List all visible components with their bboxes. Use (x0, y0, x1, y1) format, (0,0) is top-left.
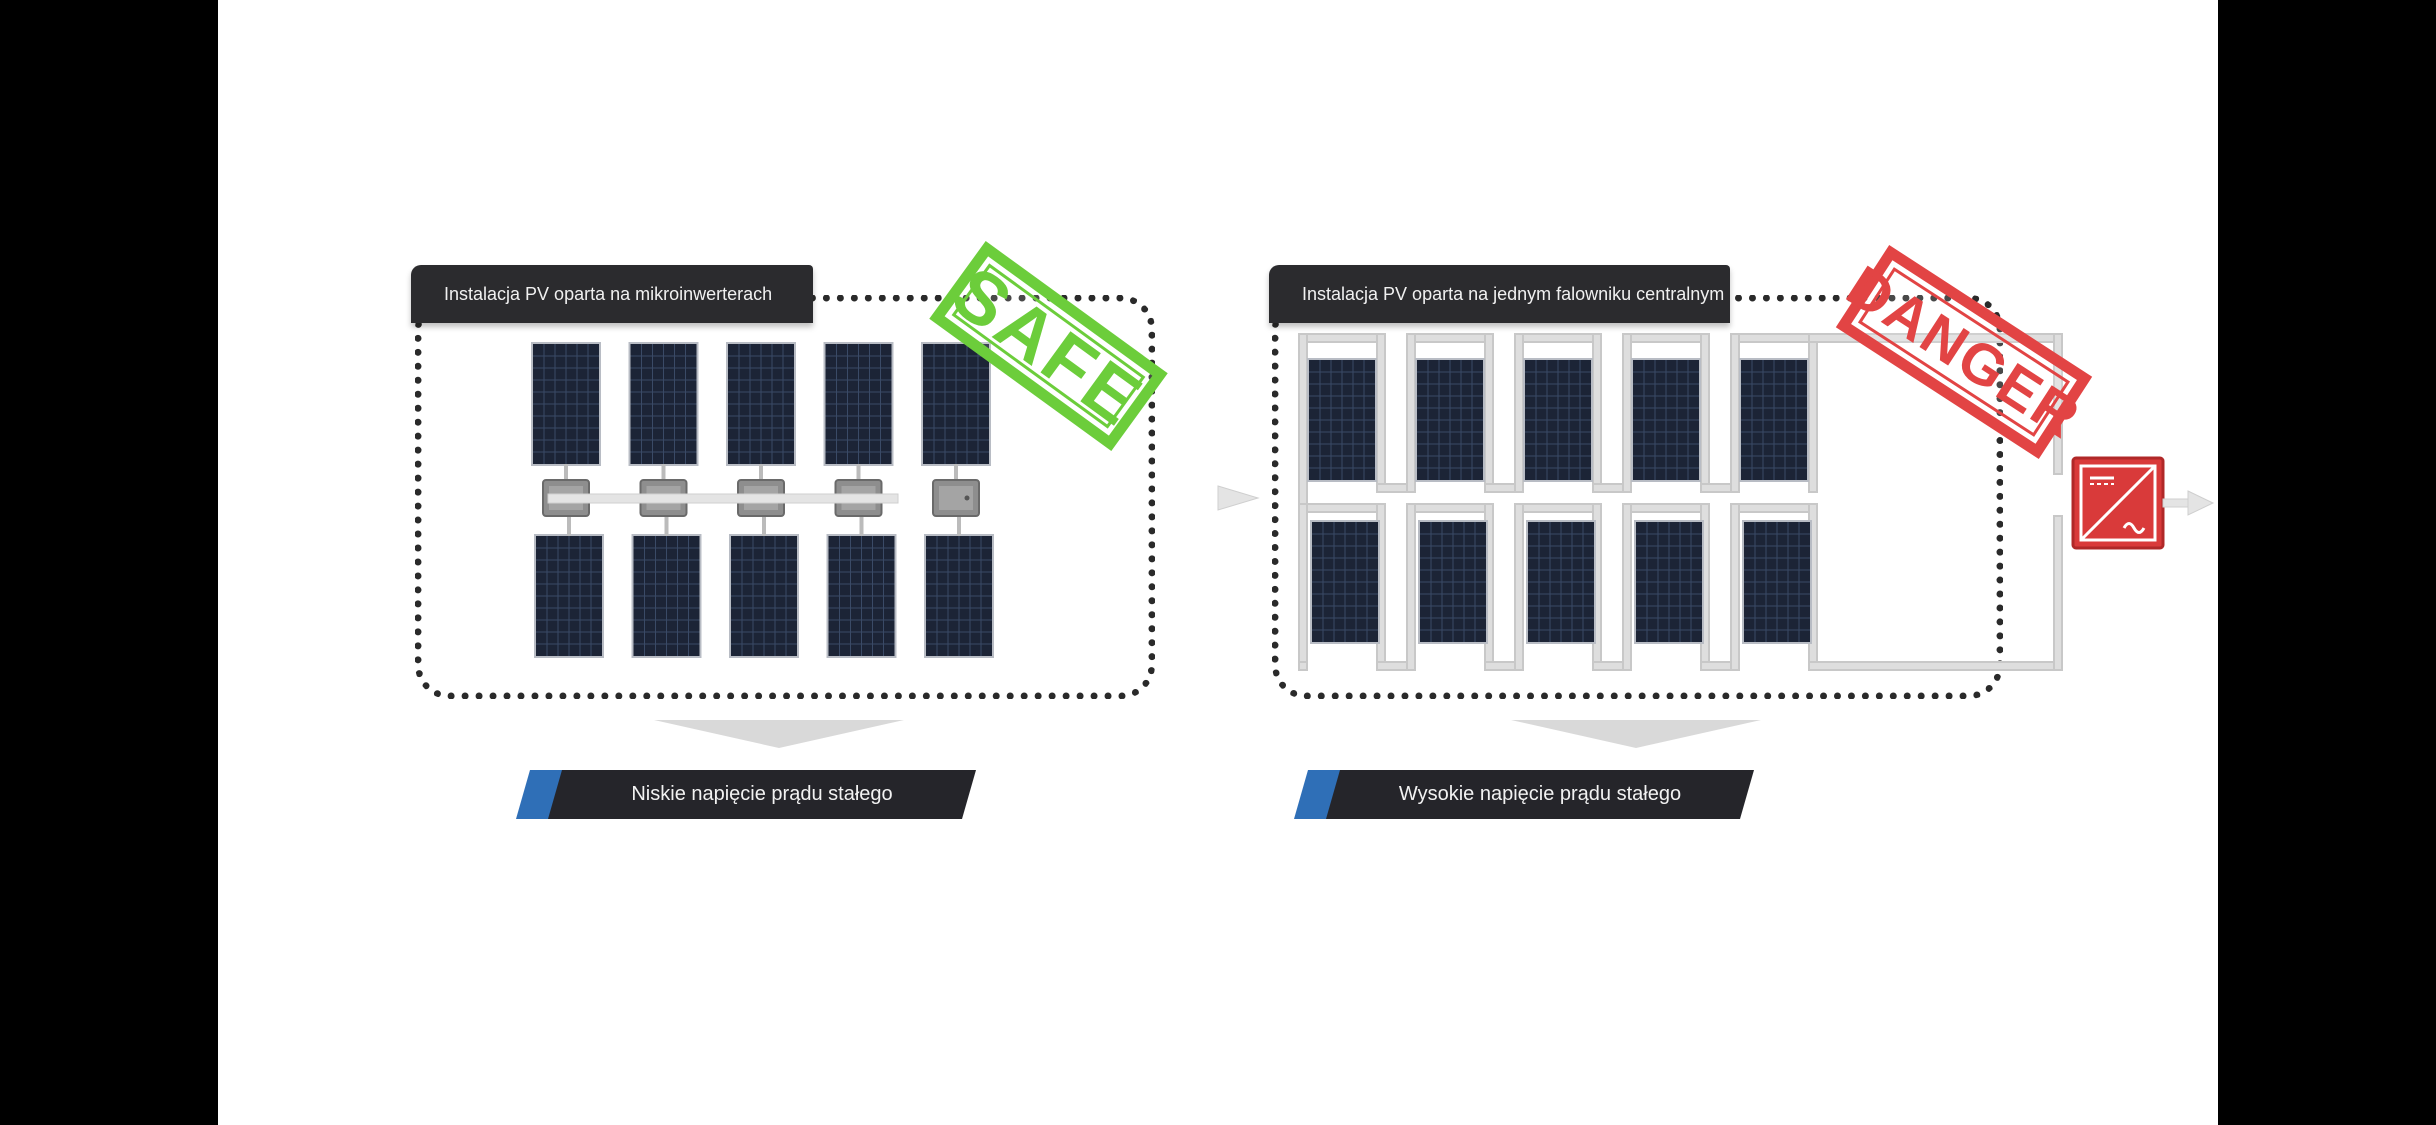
ac-line (547, 493, 899, 504)
solar-panel (1307, 358, 1377, 482)
solar-panel (1310, 520, 1380, 644)
solar-panel (1739, 358, 1809, 482)
solar-panel (729, 534, 799, 658)
solar-panel (628, 342, 699, 466)
solar-panel (1523, 358, 1593, 482)
solar-panel (1526, 520, 1596, 644)
left-banner-label: Niskie napięcie prądu stałego (548, 770, 976, 819)
solar-panel (1742, 520, 1812, 644)
right-banner-label: Wysokie napięcie prądu stałego (1326, 770, 1754, 819)
left-tab-label: Instalacja PV oparta na mikroinwerterach (411, 265, 813, 323)
left-banner: Niskie napięcie prądu stałego (516, 770, 976, 819)
solar-panel (726, 342, 796, 466)
inverter-output-arrow (2187, 490, 2215, 516)
solar-panel (531, 342, 601, 466)
central-inverter-icon (2071, 456, 2165, 550)
left-diagram (531, 342, 1260, 658)
ac-output-arrow (1217, 485, 1260, 511)
right-tab-label: Instalacja PV oparta na jednym falowniku… (1269, 265, 1730, 323)
solar-panel (1415, 358, 1485, 482)
solar-panel (1418, 520, 1488, 644)
solar-panel (1634, 520, 1704, 644)
right-diagram (1298, 333, 2215, 671)
left-down-arrow (654, 720, 904, 748)
slide: Instalacja PV oparta na mikroinwerterach… (218, 0, 2218, 1125)
solar-panel (631, 534, 702, 658)
solar-panel (924, 534, 994, 658)
inverter-output-line (2162, 498, 2192, 508)
solar-panel (1631, 358, 1701, 482)
solar-panel (826, 534, 897, 658)
right-down-arrow (1511, 720, 1761, 748)
solar-panel (534, 534, 604, 658)
right-banner: Wysokie napięcie prądu stałego (1294, 770, 1754, 819)
solar-panel (823, 342, 894, 466)
microinverter-icon (932, 479, 980, 517)
solar-panel (921, 342, 991, 466)
